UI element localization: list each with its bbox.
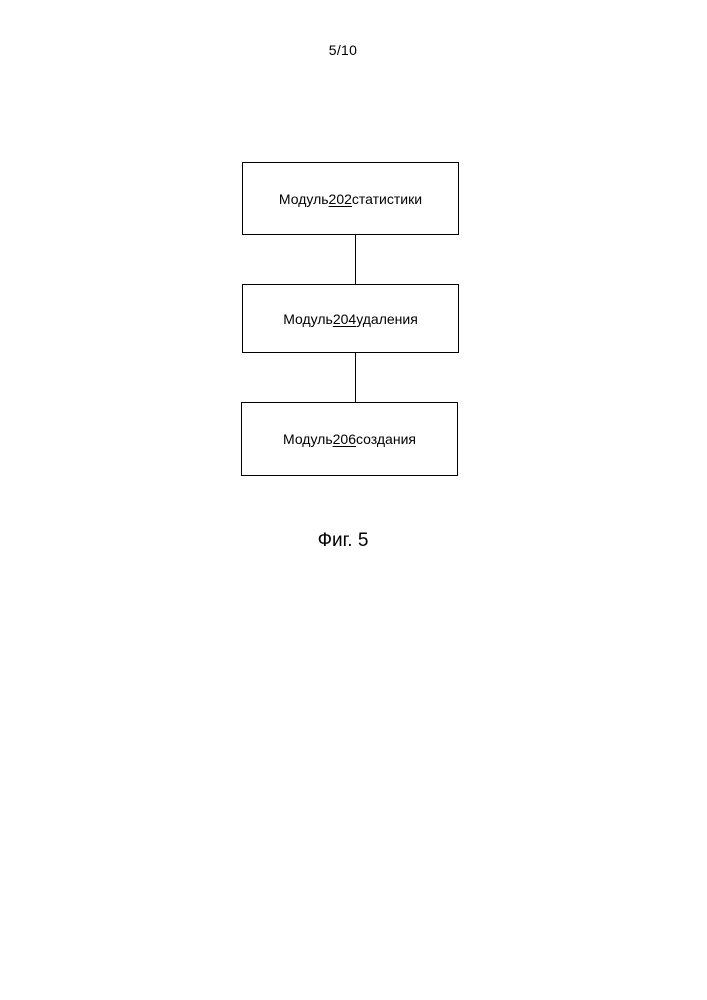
- figure-caption: Фиг. 5: [0, 530, 686, 552]
- module-202-statistics-box: Модуль 202 статистики: [242, 162, 459, 235]
- module-label-suffix: удаления: [356, 311, 418, 327]
- page-number: 5/10: [0, 42, 686, 58]
- module-206-creation-box: Модуль 206 создания: [241, 402, 458, 476]
- module-number: 206: [333, 431, 356, 447]
- module-label-prefix: Модуль: [283, 311, 333, 327]
- connector-line-204-206: [355, 353, 356, 402]
- module-number: 204: [333, 311, 356, 327]
- module-label-prefix: Модуль: [279, 191, 329, 207]
- module-label-prefix: Модуль: [283, 431, 333, 447]
- connector-line-202-204: [355, 235, 356, 284]
- module-number: 202: [329, 191, 352, 207]
- module-label-suffix: создания: [356, 431, 416, 447]
- module-204-removal-box: Модуль 204 удаления: [242, 284, 459, 353]
- module-label-suffix: статистики: [352, 191, 422, 207]
